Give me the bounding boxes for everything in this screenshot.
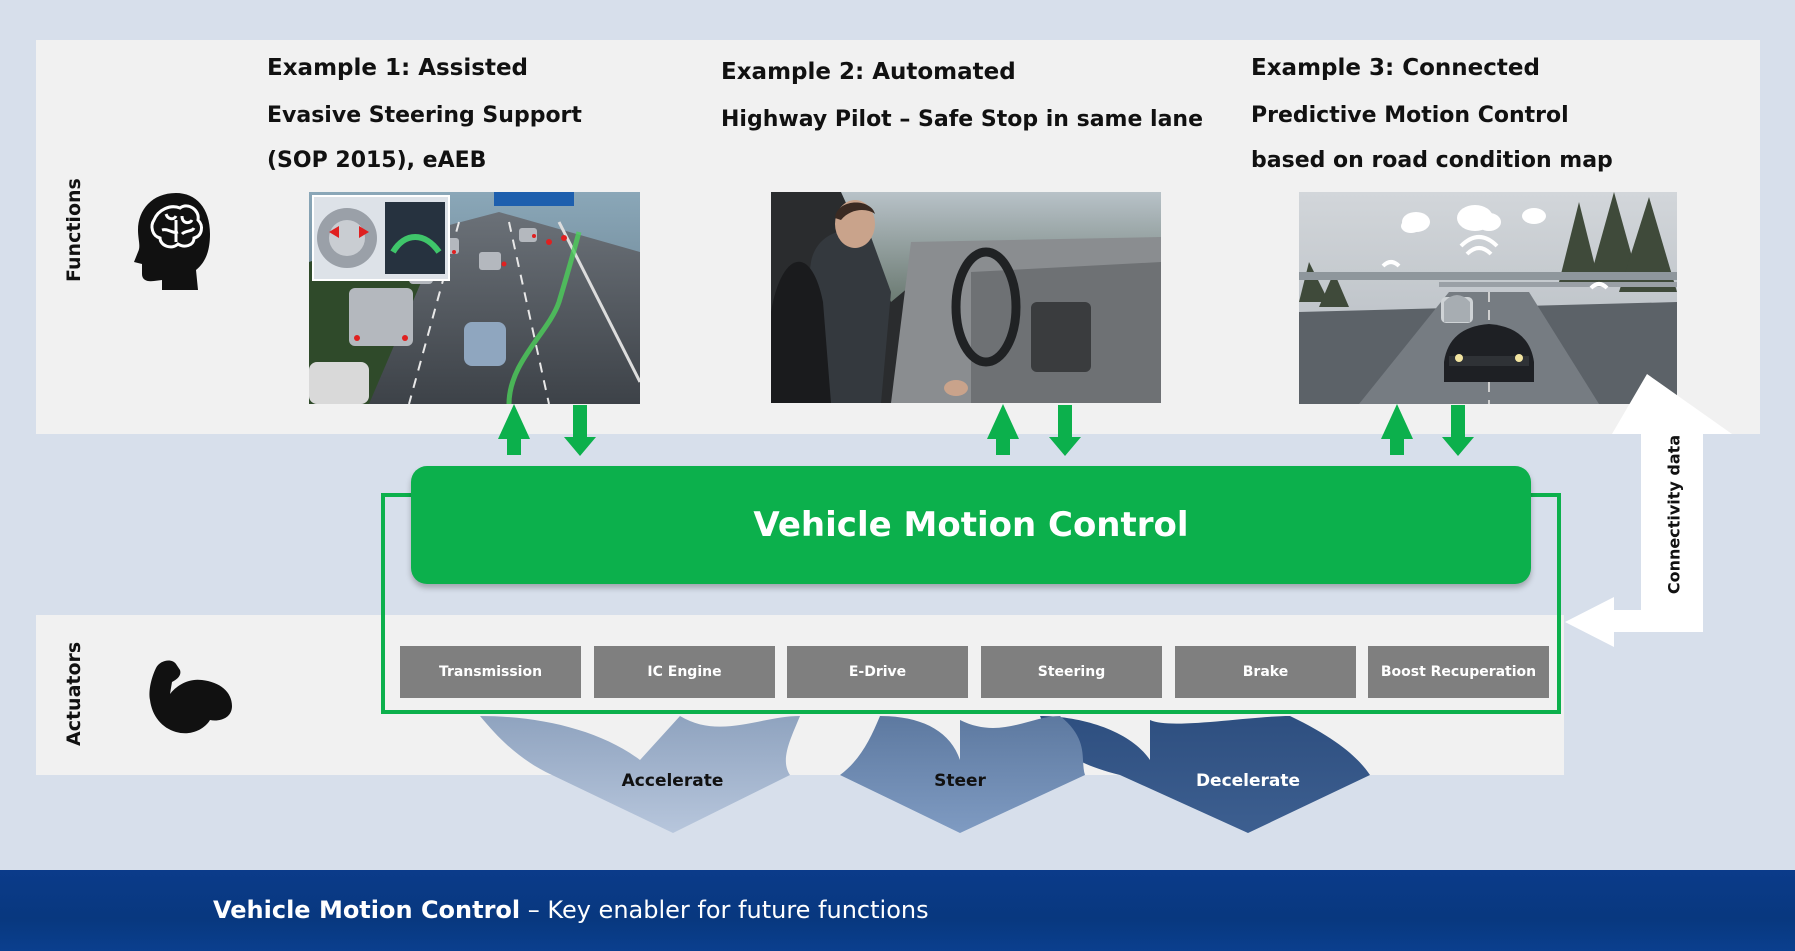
footer-rest: – Key enabler for future functions	[520, 896, 929, 924]
example-3-line1: Predictive Motion Control	[1251, 103, 1569, 128]
decelerate-funnel	[1040, 716, 1370, 833]
example-1-line1: Evasive Steering Support	[267, 103, 582, 128]
footer-text: Vehicle Motion Control – Key enabler for…	[213, 896, 929, 924]
actuator-e-drive: E-Drive	[787, 646, 968, 698]
flexed-arm-icon	[146, 656, 236, 736]
decelerate-label: Decelerate	[1195, 771, 1301, 791]
actuator-steering: Steering	[981, 646, 1162, 698]
footer-bar: Vehicle Motion Control – Key enabler for…	[0, 870, 1795, 951]
footer-bold: Vehicle Motion Control	[213, 896, 521, 924]
vehicle-motion-control-block: Vehicle Motion Control	[411, 466, 1531, 584]
example-1-line2: (SOP 2015), eAEB	[267, 148, 487, 173]
example-1-traffic-image	[309, 192, 640, 404]
example-2-line1: Highway Pilot – Safe Stop in same lane	[721, 107, 1204, 132]
actuator-brake: Brake	[1175, 646, 1356, 698]
actuator-transmission: Transmission	[400, 646, 581, 698]
accelerate-funnel	[480, 716, 800, 833]
steer-label: Steer	[934, 771, 986, 791]
example-3-title: Example 3: Connected	[1251, 55, 1540, 81]
steer-funnel	[840, 716, 1085, 833]
connectivity-arrow	[1565, 374, 1732, 647]
example-1-title: Example 1: Assisted	[267, 55, 529, 81]
example-3-line2: based on road condition map	[1251, 148, 1613, 173]
brain-head-icon	[132, 190, 212, 290]
actuator-ic-engine: IC Engine	[594, 646, 775, 698]
connectivity-label: Connectivity data	[1664, 434, 1684, 595]
example-2-title: Example 2: Automated	[721, 59, 1016, 85]
accelerate-label: Accelerate	[621, 771, 724, 791]
example-3-connected-road-image	[1299, 192, 1677, 404]
vmc-title: Vehicle Motion Control	[753, 505, 1189, 545]
example-2-driver-image	[771, 192, 1161, 403]
actuator-boost-recuperation: Boost Recuperation	[1368, 646, 1549, 698]
